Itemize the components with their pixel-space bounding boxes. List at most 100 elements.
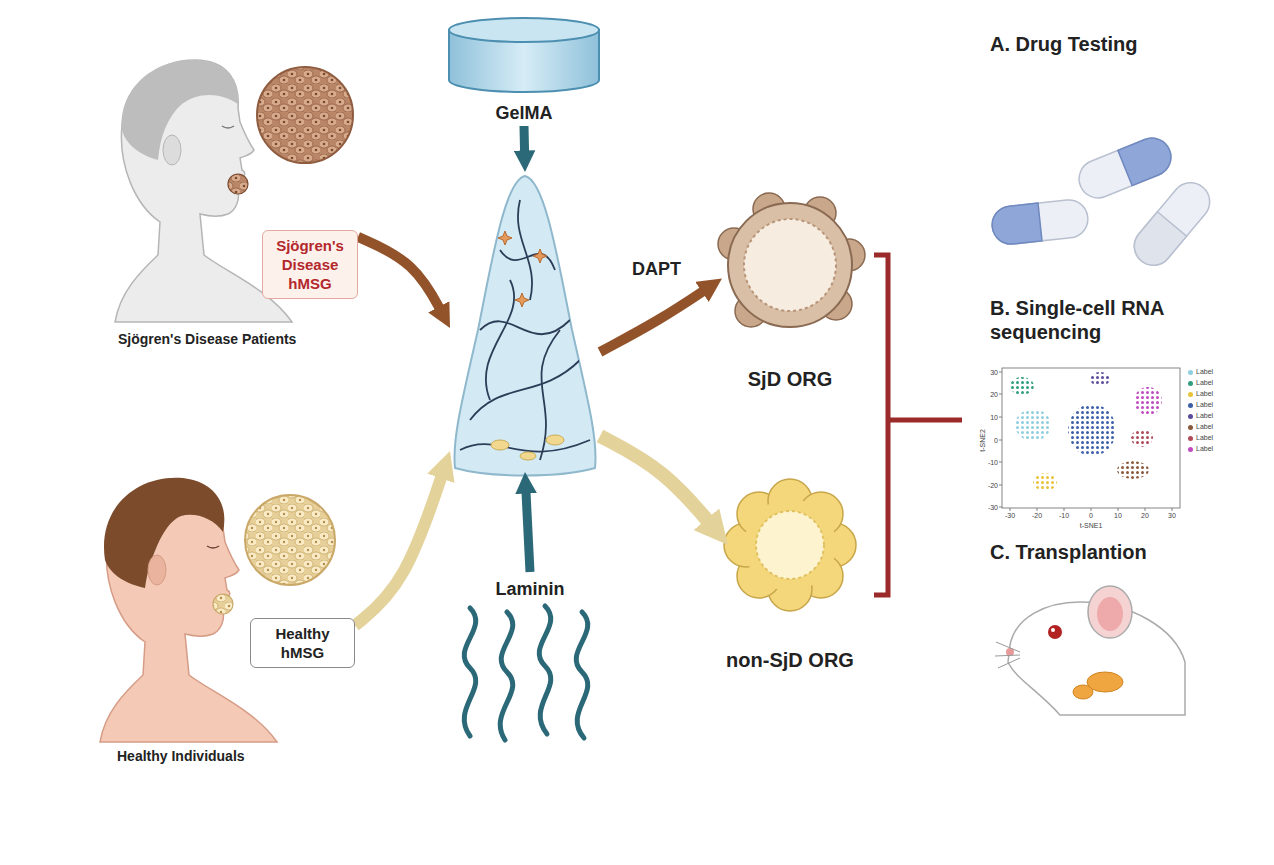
- mouse-figure: [995, 586, 1185, 715]
- polymer-network: [460, 200, 590, 460]
- healthy-organoid: [756, 511, 824, 579]
- mouse-figure: [1051, 628, 1055, 632]
- cell: [498, 231, 547, 307]
- polymer-network: [518, 200, 532, 300]
- sjd-organoid: [718, 193, 865, 327]
- tsne-plot: [1117, 461, 1149, 479]
- gelma-cylinder: [449, 18, 599, 92]
- healthy-figure: [104, 478, 224, 588]
- cell: [520, 452, 536, 460]
- section-heading: B. Single-cell RNA sequencing: [990, 296, 1220, 344]
- flow-arrow: [526, 484, 530, 572]
- legend-swatch: [1188, 447, 1193, 452]
- healthy-organoid: [724, 479, 856, 611]
- axis-title: t-SNE1: [1071, 521, 1111, 530]
- node-label: non-SjD ORG: [726, 648, 854, 672]
- axis-tick: 20: [976, 390, 998, 399]
- axis-title: t-SNE2: [978, 420, 987, 460]
- patient-figure: [163, 135, 181, 165]
- tsne-plot: [999, 372, 1172, 511]
- legend-swatch: [1188, 403, 1193, 408]
- tissue-sample: [245, 495, 335, 585]
- capsule-pill: [990, 198, 1089, 246]
- mouse-figure: [995, 642, 1020, 668]
- tissue-sample: [257, 67, 353, 163]
- polymer-network: [480, 320, 570, 334]
- legend-swatch: [1188, 425, 1193, 430]
- legend-label: Label: [1196, 444, 1213, 454]
- group-label: Sjögren's Disease Patients: [118, 330, 296, 348]
- capsule-pill: [1127, 175, 1218, 273]
- group-label: Healthy Individuals: [117, 747, 245, 765]
- legend-swatch: [1188, 436, 1193, 441]
- axis-tick: 10: [1108, 511, 1128, 520]
- legend-entry: Label: [1188, 389, 1213, 399]
- cell: [498, 231, 512, 245]
- section-heading: C. Transplantion: [990, 540, 1147, 564]
- legend-entry: Label: [1188, 400, 1213, 410]
- hydrogel-cylinder: GelMA: [448, 12, 600, 126]
- flow-arrow: [520, 126, 530, 160]
- axis-tick: -10: [1054, 511, 1074, 520]
- gelma-cylinder: [449, 18, 599, 42]
- legend-entry: Label: [1188, 444, 1213, 454]
- tsne-plot: [1002, 368, 1180, 508]
- hydrogel-dome: DAPT: [450, 172, 600, 472]
- polymer-network: [460, 440, 590, 452]
- capsule-pill: [1118, 132, 1177, 185]
- capsule-pill: [1073, 132, 1176, 203]
- axis-tick: 20: [1135, 511, 1155, 520]
- axis-tick: -30: [1000, 511, 1020, 520]
- legend-entry: Label: [1188, 422, 1213, 432]
- section-heading: A. Drug Testing: [990, 32, 1137, 56]
- tsne-plot: [1010, 377, 1034, 395]
- mouse-figure: [1073, 685, 1093, 699]
- healthy-figure: [213, 594, 233, 614]
- legend-entry: Label: [1188, 367, 1213, 377]
- legend-label: Label: [1196, 389, 1213, 399]
- hydrogel-dome: [454, 176, 595, 476]
- laminin-strands: Laminin: [450, 572, 610, 742]
- node-label: Healthy hMSG: [255, 624, 350, 662]
- patient-figure: [222, 126, 234, 128]
- legend-label: Label: [1196, 433, 1213, 443]
- tsne-plot: [1134, 387, 1162, 415]
- tsne-plot: [1090, 372, 1110, 386]
- axis-tick: -20: [976, 481, 998, 490]
- laminin-strands: [464, 606, 588, 740]
- laminin-strands: [464, 608, 476, 736]
- node-label: DAPT: [632, 258, 681, 280]
- axis-tick: 30: [976, 368, 998, 377]
- sample-box: Healthy hMSG: [250, 618, 355, 668]
- mouse-figure: [1088, 586, 1132, 638]
- tsne-plot: [1068, 404, 1116, 456]
- laminin-strands: [539, 606, 551, 734]
- capsule-pill: [990, 132, 1217, 273]
- legend-entry: Label: [1188, 378, 1213, 388]
- healthy-figure: [207, 546, 219, 548]
- organoid: SjD ORG: [722, 197, 858, 333]
- axis-tick: -20: [1027, 511, 1047, 520]
- tsne-plot: [1131, 429, 1153, 447]
- axis-tick: 0: [1081, 511, 1101, 520]
- legend-swatch: [1188, 392, 1193, 397]
- cell: [491, 435, 564, 460]
- flow-arrow: [600, 436, 716, 531]
- bracket: [874, 255, 962, 595]
- legend-swatch: [1188, 370, 1193, 375]
- polymer-network: [486, 280, 514, 400]
- flow-arrow: [355, 466, 445, 625]
- healthy-organoid: [724, 479, 856, 611]
- hydrogel-dome: [454, 176, 595, 476]
- legend-label: Label: [1196, 378, 1213, 388]
- cell: [515, 293, 529, 307]
- healthy-figure: [148, 555, 166, 585]
- legend-entry: Label: [1188, 433, 1213, 443]
- mouse-figure: [1097, 597, 1123, 631]
- capsule-pill: [1127, 212, 1187, 273]
- legend-entry: Label: [1188, 411, 1213, 421]
